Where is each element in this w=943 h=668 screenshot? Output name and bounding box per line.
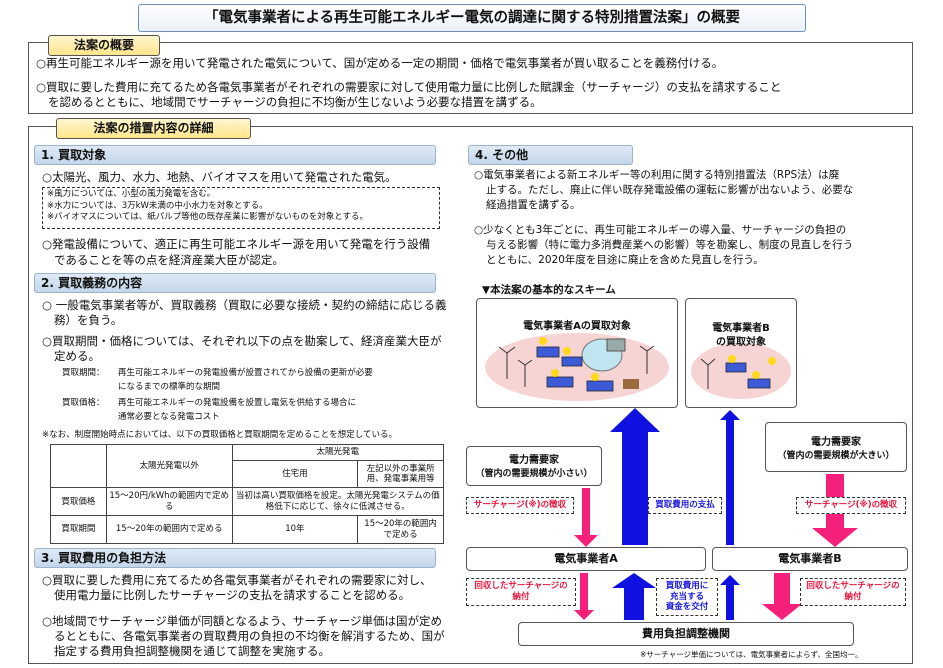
collected-label-a-1: 回収したサーチャージの [474, 581, 568, 591]
s3-p1b: 使用電力量に比例したサーチャージの支払を請求することを認める。 [54, 588, 411, 602]
collected-label-a-2: 納付 [512, 592, 530, 602]
table-cell-period-home: 10年 [231, 515, 359, 544]
s1-note-1: ※風力については、小型の風力発電を含む。 [47, 189, 216, 199]
table-cell-period-biz: 15～20年の範囲内で定める [357, 515, 444, 544]
scheme-caption: ▼本法案の基本的なスキーム [482, 284, 616, 296]
collected-label-b-1: 回収したサーチャージの [806, 581, 900, 591]
utility-a-label: 電気事業者A [554, 552, 618, 565]
table-cell-period-other: 15～20年の範囲内で定める [105, 515, 233, 544]
table-header-other: 太陽光発電以外 [105, 443, 233, 489]
section-3-heading: 3. 買取費用の負担方法 [34, 548, 436, 568]
consumer-a-sub: （管内の需要規模が小さい） [475, 469, 593, 479]
consumer-b-box: 電力需要家 （管内の需要規模が大きい） [765, 422, 907, 472]
overview-p1: ○再生可能エネルギー源を用いて発電された電気について、国が定める一定の期間・価格… [36, 56, 724, 70]
s4-p1a: ○電気事業者による新エネルギー等の利用に関する特別措置法（RPS法）は廃 [474, 169, 840, 181]
table-row-price-label: 買取価格 [50, 487, 107, 517]
table-cell-price-other: 15～20円/kWhの範囲内で定める [105, 487, 233, 517]
overview-panel [28, 42, 913, 114]
s2-note: ※なお、制度開始時点においては、以下の買取価格と買取期間を定めることを想定してい… [42, 430, 397, 440]
target-b-box: 電気事業者B の買取対象 [685, 298, 797, 408]
consumer-b-label: 電力需要家 [811, 437, 861, 448]
s4-p2a: ○少なくとも3年ごとに、再生可能エネルギーの導入量、サーチャージの負担の [474, 224, 847, 236]
consumer-a-box: 電力需要家 （管内の需要規模が小さい） [466, 446, 602, 486]
s3-p1a: ○買取に要した費用に充てるため各電気事業者がそれぞれの需要家に対し、 [42, 573, 432, 587]
surcharge-label-b: サーチャージ(※)の徴収 [796, 497, 906, 514]
table-header-home: 住宅用 [231, 459, 359, 489]
s4-p2b: 与える影響（特に電力多消費産業への影響）等を勘案し、制度の見直しを行う [486, 239, 854, 251]
s2-p1a: ○ 一般電気事業者等が、買取義務（買取に必要な接続・契約の締結に応じる義 [42, 298, 447, 312]
s1-note-box: ※風力については、小型の風力発電を含む。 ※水力については、3万kW未満の中小水… [42, 187, 440, 229]
utility-a-box: 電気事業者A [466, 547, 706, 571]
s2-p2a: ○買取期間・価格については、それぞれ以下の点を勘案して、経済産業大臣が [42, 334, 442, 348]
s1-p1: ○太陽光、風力、水力、地熱、バイオマスを用いて発電された電気。 [42, 170, 397, 184]
scheme-footnote: ※サーチャージ単価については、電気事業者によらず、全国均一。 [640, 650, 863, 659]
table-header-biz: 左記以外の事業所用、発電事業用等 [357, 459, 444, 489]
target-b-label: 電気事業者B [712, 323, 770, 334]
consumer-b-sub: （管内の需要規模が大きい） [777, 451, 895, 461]
target-a-label: 電気事業者Aの買取対象 [523, 321, 631, 332]
s4-p1c: 経過措置を講ずる。 [486, 199, 581, 211]
grant-label-2: 充当する [669, 591, 704, 602]
s1-note-3: ※バイオマスについては、紙パルプ等他の既存産業に影響がないものを対象とする。 [47, 212, 368, 222]
consumer-a-label: 電力需要家 [509, 455, 559, 466]
detail-tag: 法案の措置内容の詳細 [56, 118, 251, 139]
s3-p2b: るとともに、各電気事業者の買取費用の負担の不均衡を解消するため、国が [54, 629, 445, 643]
table-header-solar: 太陽光発電 [231, 444, 445, 461]
s1-note-2: ※水力については、3万kW未満の中小水力を対象とする。 [47, 200, 268, 211]
s2-price-label: 買取価格： [62, 398, 105, 408]
payment-label: 買取費用の支払 [648, 497, 722, 514]
s2-p2b: 定める。 [54, 349, 100, 363]
overview-p2a: ○買取に要した費用に充てるため各電気事業者がそれぞれの需要家に対して使用電力量に… [36, 80, 782, 94]
section-2-heading: 2. 買取義務の内容 [34, 273, 436, 293]
s2-price-a: 再生可能エネルギーの発電設備を設置し電気を供給する場合に [118, 398, 357, 408]
overview-tag: 法案の概要 [48, 35, 160, 56]
s2-p1b: 務）を負う。 [54, 313, 123, 327]
table-row-period-label: 買取期間 [50, 515, 107, 544]
surcharge-label-a: サーチャージ(※)の徴収 [466, 497, 574, 514]
collected-label-b: 回収したサーチャージの 納付 [800, 578, 906, 606]
price-table: 太陽光発電以外 太陽光発電 住宅用 左記以外の事業所用、発電事業用等 買取価格 … [50, 443, 445, 544]
overview-p2b: を認めるとともに、地域間でサーチャージの負担に不均衡が生じないよう必要な措置を講… [48, 95, 542, 109]
s3-p2a: ○地域間でサーチャージ単価が同額となるよう、サーチャージ単価は国が定め [42, 614, 442, 628]
agency-label: 費用負担調整機関 [642, 627, 730, 640]
s2-period-label: 買取期間： [62, 368, 105, 378]
s4-p2c: とともに、2020年度を目途に廃止を含めた見直しを行う。 [486, 254, 764, 266]
target-b-label-2: の買取対象 [716, 337, 766, 348]
renewable-illustration-a [485, 333, 669, 401]
utility-b-box: 電気事業者B [712, 547, 908, 571]
agency-box: 費用負担調整機関 [518, 622, 854, 646]
grant-label-3: 資金を交付 [665, 602, 709, 612]
s2-price-b: 通常必要となる発電コスト [118, 412, 220, 422]
s2-period-a: 再生可能エネルギーの発電設備が設置されてから設備の更新が必要 [118, 368, 373, 378]
table-cell-price-solar: 当初は高い買取価格を設定。太陽光発電システムの価格低下に応じて、徐々に低減させる… [231, 487, 445, 517]
page-title: 「電気事業者による再生可能エネルギー電気の調達に関する特別措置法案」の概要 [138, 4, 806, 32]
section-4-heading: 4. その他 [468, 145, 633, 165]
grant-label-1: 買取費用に [665, 581, 709, 591]
target-a-box: 電気事業者Aの買取対象 [476, 298, 678, 408]
s4-p1b: 止する。ただし、廃止に伴い既存発電設備の運転に影響が出ないよう、必要な [486, 184, 854, 196]
collected-label-a: 回収したサーチャージの 納付 [466, 578, 576, 606]
s2-period-b: になるまでの標準的な期間 [118, 382, 221, 392]
grant-label: 買取費用に 充当する 資金を交付 [656, 578, 718, 616]
renewable-illustration-b [691, 343, 791, 399]
s1-p2a: ○発電設備について、適正に再生可能エネルギー源を用いて発電を行う設備 [42, 237, 431, 251]
s3-p2c: 指定する費用負担調整機関を通じて調整を実施する。 [54, 644, 330, 658]
utility-b-label: 電気事業者B [778, 552, 842, 565]
s1-p2b: であることを等の点を経済産業大臣が認定。 [54, 253, 284, 267]
section-1-heading: 1. 買取対象 [34, 145, 436, 165]
collected-label-b-2: 納付 [844, 592, 862, 602]
